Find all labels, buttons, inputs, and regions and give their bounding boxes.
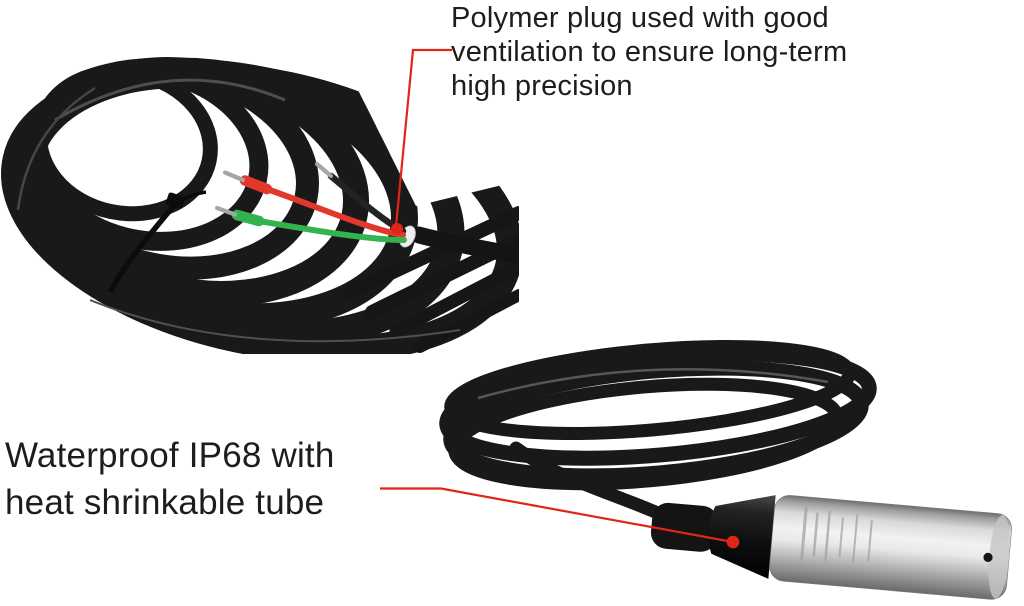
probe-vent-hole <box>983 552 993 563</box>
wire-red-pin <box>222 170 246 183</box>
cable-to-probe <box>509 441 667 521</box>
wire-black-tip <box>314 161 334 179</box>
heat-shrink-tube <box>650 502 719 552</box>
callout-dot-polymer-plug <box>391 223 403 235</box>
annotation-polymer-plug: Polymer plug used with good ventilation … <box>451 2 848 102</box>
wire-green-ferrule <box>231 209 265 227</box>
cable-jacket-end <box>410 226 519 267</box>
cable-sheen-highlights <box>16 78 461 343</box>
cable-strand <box>448 377 844 491</box>
wires <box>214 161 407 243</box>
heat-shrink-cone <box>708 495 776 579</box>
cable-strand <box>414 289 519 353</box>
cable-strand <box>1 61 519 354</box>
cable-strand <box>343 206 519 299</box>
cable-strand <box>439 346 877 466</box>
probe-end-cap <box>988 515 1010 599</box>
cable-sheen-highlight <box>477 367 829 400</box>
probe-coil-loops <box>439 340 877 491</box>
cable-coil-loops <box>1 57 519 354</box>
wire-green <box>256 218 407 243</box>
probe-assembly <box>650 495 1012 600</box>
cable-coil-photo <box>1 57 519 354</box>
wire-green-pin <box>214 205 238 217</box>
callout-line-polymer-plug <box>394 48 452 227</box>
callout-lines <box>380 48 740 549</box>
wire-red <box>264 186 406 238</box>
probe-photo <box>439 340 1012 600</box>
cable-strand <box>389 260 519 338</box>
wire-red-ferrule <box>239 175 273 195</box>
zip-tie <box>107 190 207 294</box>
annotation-waterproof: Waterproof IP68 with heat shrinkable tub… <box>5 436 335 522</box>
probe-etched-marking <box>800 506 873 563</box>
callout-line-waterproof <box>380 487 734 544</box>
callout-dot-waterproof <box>726 535 740 549</box>
